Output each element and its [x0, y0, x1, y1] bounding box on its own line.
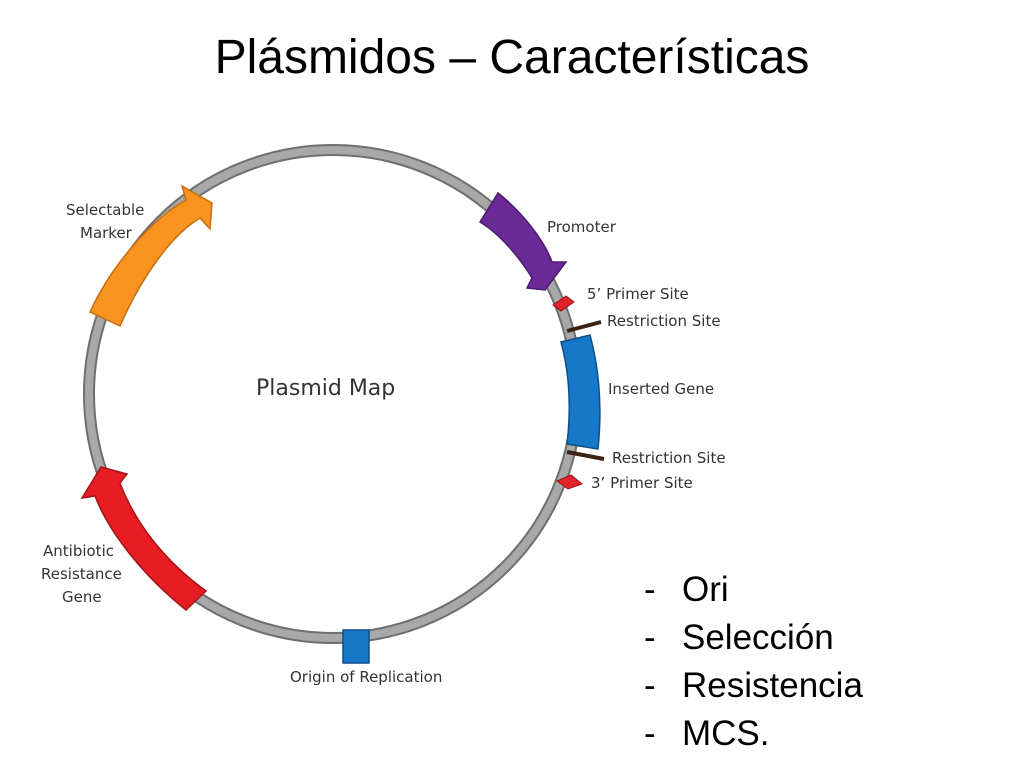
- bullet-item-seleccion: -Selección: [644, 614, 863, 662]
- bullet-dash: -: [644, 714, 656, 753]
- antibiotic-resistance-label-line-1: Antibiotic: [43, 542, 114, 560]
- selectable-marker-label-line-1: Selectable: [66, 201, 144, 219]
- bullet-dash: -: [644, 618, 656, 657]
- origin-of-replication-block: [342, 629, 370, 664]
- bullet-item-ori: -Ori: [644, 566, 863, 614]
- restriction-site-1-label: Restriction Site: [607, 312, 721, 330]
- bullet-text: Resistencia: [682, 666, 863, 705]
- promoter-label: Promoter: [547, 218, 617, 236]
- bullet-text: MCS.: [682, 714, 770, 753]
- feature-bullet-list: -Ori -Selección -Resistencia -MCS.: [644, 566, 863, 758]
- three-prime-primer-site-marker: [555, 474, 584, 490]
- origin-of-replication-label: Origin of Replication: [290, 668, 442, 686]
- bullet-item-mcs: -MCS.: [644, 710, 863, 758]
- five-prime-primer-site-label: 5’ Primer Site: [587, 285, 689, 303]
- selectable-marker-label-line-2: Marker: [80, 224, 133, 242]
- bullet-text: Selección: [682, 618, 834, 657]
- five-prime-primer-site-marker: [552, 295, 575, 312]
- inserted-gene-label: Inserted Gene: [608, 380, 714, 398]
- restriction-site-1-marker: [566, 320, 602, 333]
- inserted-gene-block: [560, 334, 601, 450]
- bullet-item-resistencia: -Resistencia: [644, 662, 863, 710]
- bullet-dash: -: [644, 570, 656, 609]
- bullet-dash: -: [644, 666, 656, 705]
- bullet-text: Ori: [682, 570, 729, 609]
- restriction-site-2-marker: [566, 450, 605, 461]
- slide-title: Plásmidos – Características: [214, 31, 810, 84]
- restriction-site-2-label: Restriction Site: [612, 449, 726, 467]
- antibiotic-resistance-label-line-2: Resistance: [41, 565, 122, 583]
- antibiotic-resistance-arrow: [80, 466, 208, 611]
- selectable-marker-arrow: [89, 184, 213, 328]
- plasmid-map-center-label: Plasmid Map: [256, 376, 395, 401]
- three-prime-primer-site-label: 3’ Primer Site: [591, 474, 693, 492]
- promoter-arrow: [478, 191, 568, 291]
- antibiotic-resistance-label-line-3: Gene: [62, 588, 102, 606]
